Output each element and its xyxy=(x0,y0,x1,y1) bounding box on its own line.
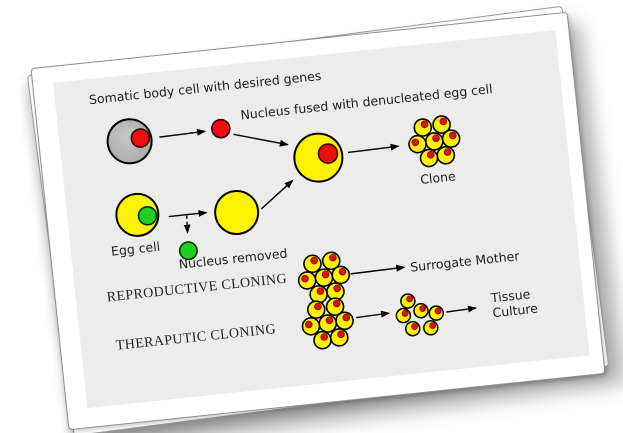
egg-nucleus xyxy=(137,205,158,226)
arrow-to-surrogate xyxy=(350,264,406,275)
denucleated-cell xyxy=(214,189,260,235)
therapeutic-cluster xyxy=(301,297,354,350)
dispersed-cells xyxy=(395,293,445,337)
fused-cell xyxy=(293,132,344,183)
somatic-cell xyxy=(106,118,153,165)
removed-nucleus xyxy=(178,241,198,261)
arrow-to-tissue xyxy=(446,305,477,313)
fused-nucleus xyxy=(317,143,339,164)
clone-cluster xyxy=(408,115,461,168)
somatic-nucleus xyxy=(130,128,151,148)
arrow-fused-to-clone xyxy=(347,143,400,154)
reproductive-cluster xyxy=(297,251,351,304)
arrow-denucleated-to-fused xyxy=(260,179,294,210)
arrow-somatic-to-nucleus xyxy=(159,128,206,138)
donor-nucleus xyxy=(211,118,231,139)
tissue-culture-label: Tissue Culture xyxy=(490,286,538,321)
arrow-to-dispersed xyxy=(356,310,391,319)
arrow-nucleus-to-fused xyxy=(233,133,289,147)
cloning-diagram-art xyxy=(106,115,477,350)
arrow-nucleus-removed-dashed xyxy=(183,215,191,234)
arrow-egg-to-denucleated xyxy=(168,209,208,218)
egg-cell xyxy=(115,192,160,237)
page-sheet: Somatic body cell with desired genes Nuc… xyxy=(30,11,606,431)
